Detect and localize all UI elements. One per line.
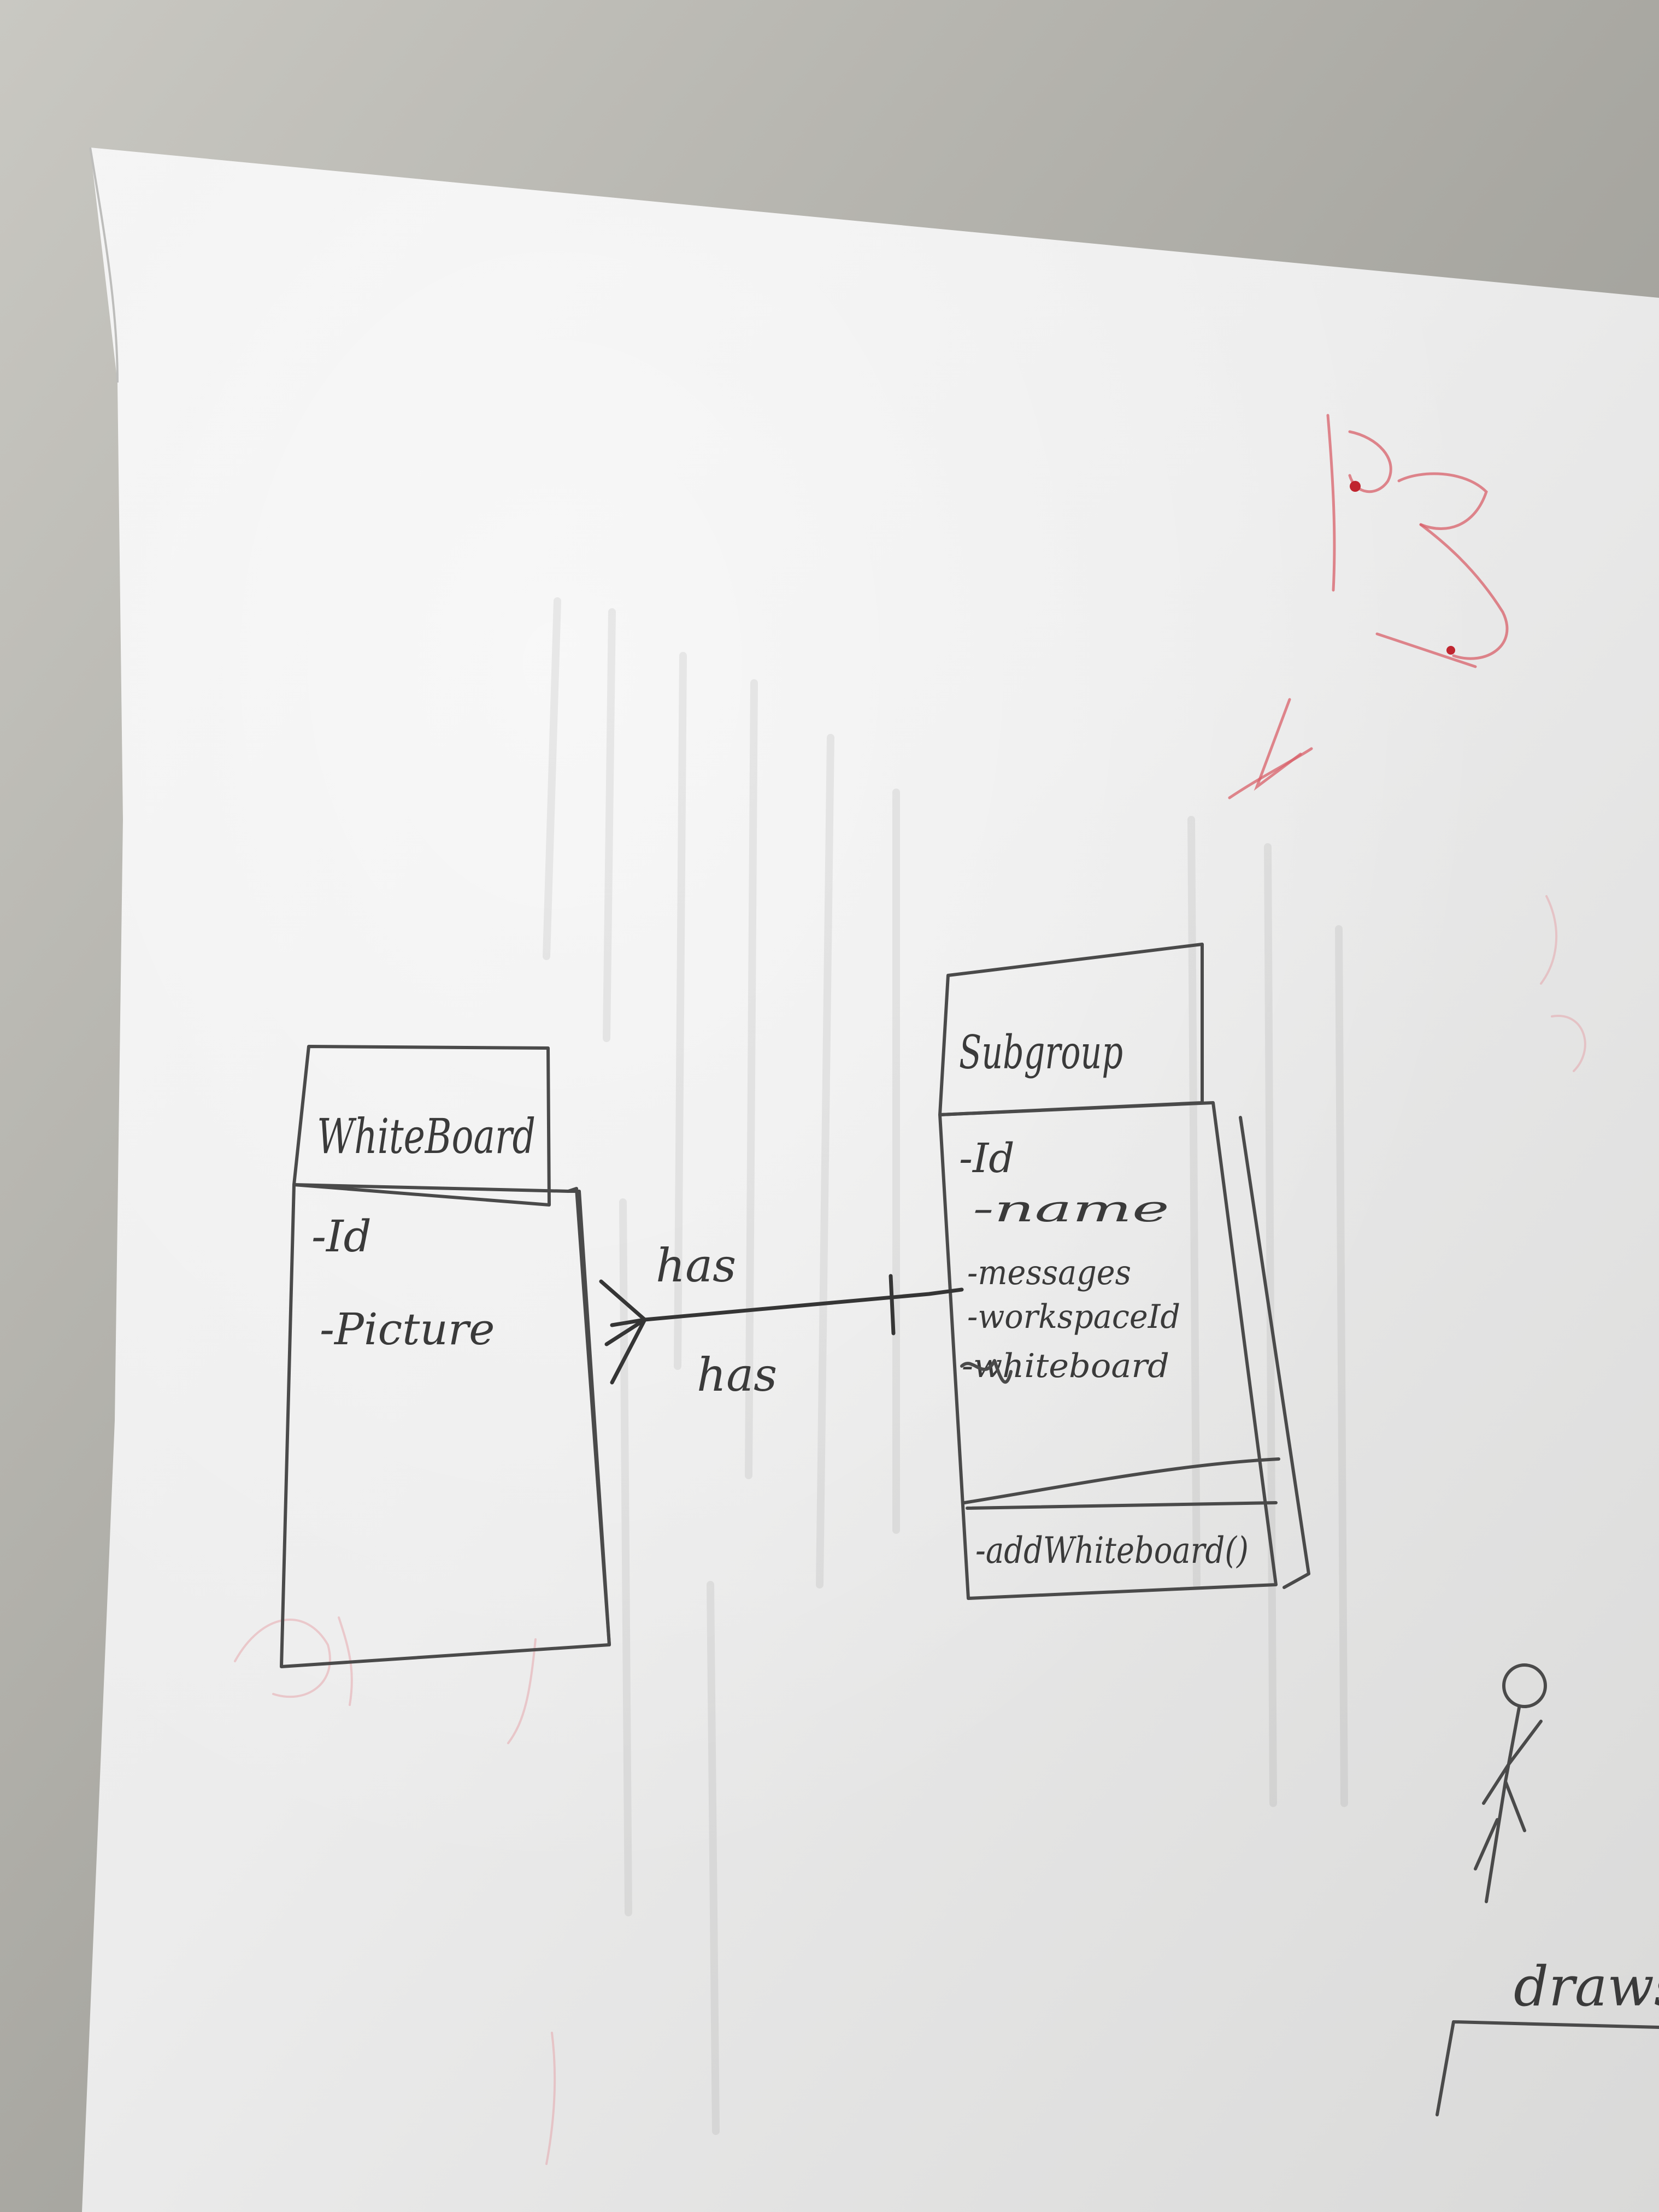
subgroup-method-addwhiteboard: -addWhiteboard() bbox=[975, 1529, 1249, 1572]
subgroup-attribute-id: -Id bbox=[959, 1135, 1015, 1182]
entity-subgroup: Subgroup -Id -name -messages -workspaceI… bbox=[938, 943, 1310, 1600]
whiteboard-attribute-id: -Id bbox=[311, 1211, 372, 1262]
entity-whiteboard: WhiteBoard -Id -Picture bbox=[280, 1045, 611, 1668]
strikeout-scribble bbox=[960, 1359, 1013, 1384]
paper-glare bbox=[82, 148, 1659, 2212]
subgroup-attribute-messages: -messages bbox=[967, 1252, 1131, 1292]
subgroup-methods-divider-2 bbox=[966, 1501, 1278, 1510]
relationship-connector: has has bbox=[599, 1239, 964, 1402]
subgroup-attribute-workspaceid: -workspaceId bbox=[967, 1298, 1180, 1336]
subgroup-title: Subgroup bbox=[959, 1026, 1123, 1079]
crows-foot-many bbox=[599, 1279, 647, 1385]
whiteboard-body-side bbox=[567, 1190, 611, 1646]
relationship-line bbox=[610, 1287, 964, 1327]
actor-head bbox=[1502, 1663, 1547, 1708]
relationship-label-lower: has bbox=[697, 1348, 777, 1402]
actor-body bbox=[1474, 1706, 1543, 1903]
subgroup-methods-divider bbox=[963, 1457, 1280, 1504]
subgroup-shadow-edge bbox=[1239, 1116, 1310, 1589]
whiteboard-title: WhiteBoard bbox=[317, 1108, 536, 1164]
actor-base-line bbox=[1436, 2020, 1659, 2116]
subgroup-attribute-name: -name bbox=[973, 1188, 1169, 1230]
whiteboard-title-box bbox=[292, 1045, 551, 1207]
whiteboard-attribute-picture: -Picture bbox=[320, 1304, 495, 1355]
stick-figure-actor: draws bbox=[1436, 1663, 1659, 2116]
paper-edge bbox=[89, 147, 119, 383]
relationship-label-upper: has bbox=[656, 1239, 736, 1292]
actor-label: draws bbox=[1514, 1955, 1659, 2019]
one-bar bbox=[889, 1274, 896, 1336]
subgroup-body-box bbox=[938, 1101, 1278, 1600]
